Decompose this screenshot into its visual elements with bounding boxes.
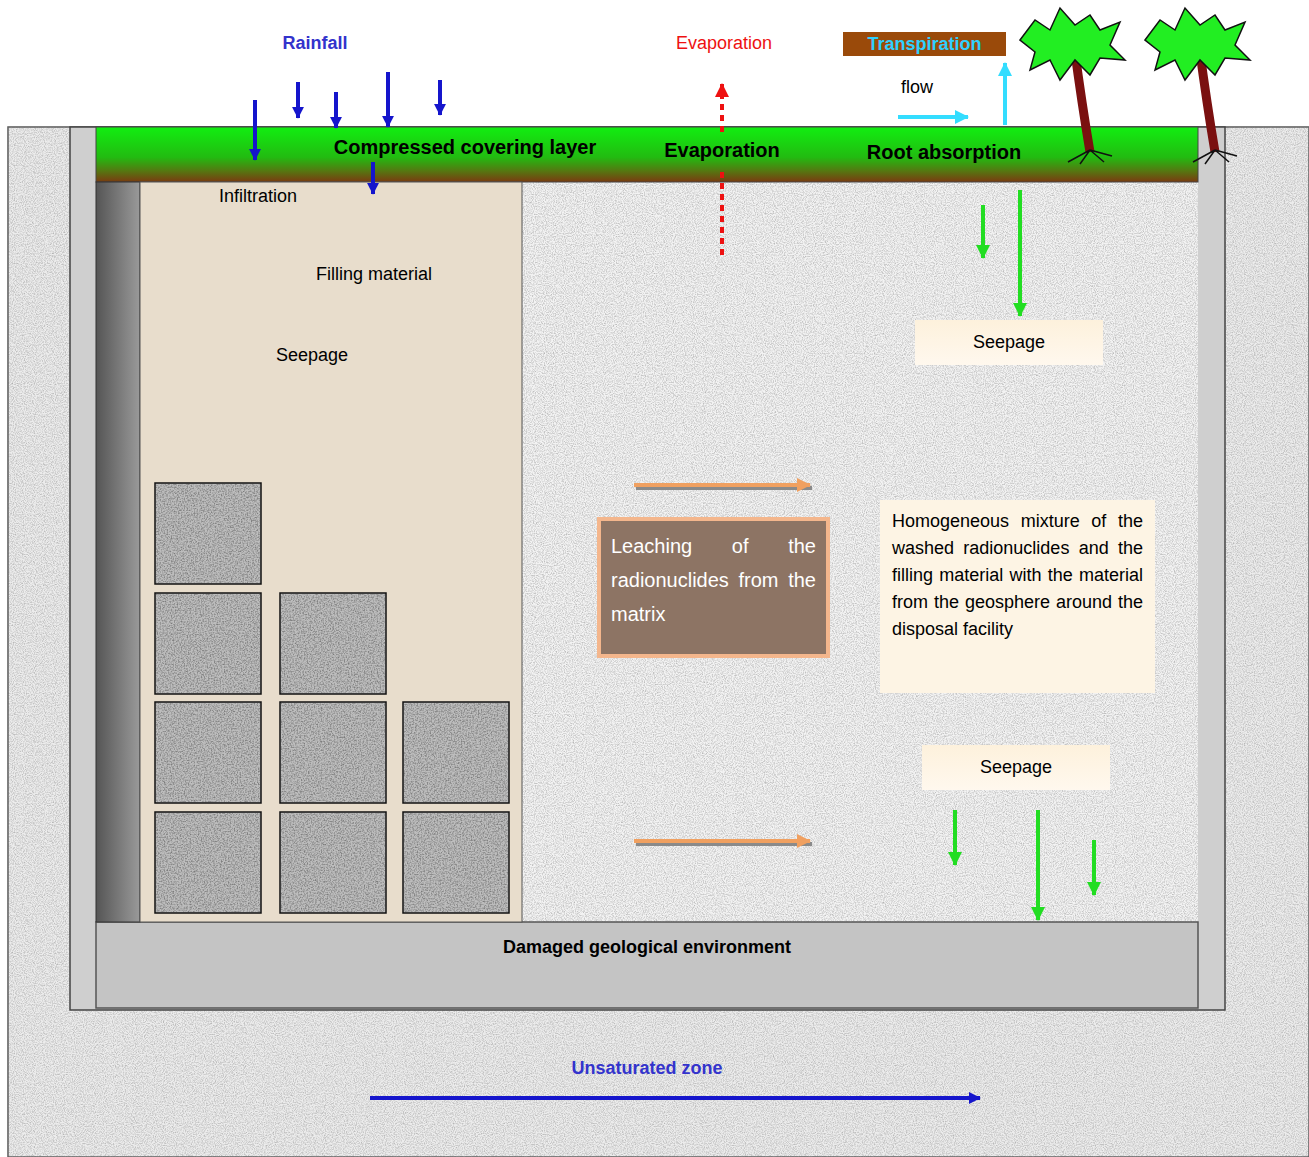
seepage-arrow — [1036, 810, 1040, 920]
seepage-arrow — [981, 205, 985, 258]
concrete-wall — [96, 182, 140, 922]
plant — [1020, 8, 1125, 164]
package-texture — [281, 703, 385, 802]
filling-region — [140, 182, 522, 922]
seepage-box: Seepage — [915, 320, 1103, 365]
waste-package — [155, 812, 261, 913]
waste-package — [155, 702, 261, 803]
infiltration-arrow — [371, 162, 375, 194]
package-texture — [281, 594, 385, 693]
zone-label: Unsaturated zone — [571, 1058, 722, 1079]
waste-package-textures — [156, 484, 508, 912]
box-text: Homogeneous mixture of the washed radion… — [892, 508, 1143, 643]
box-text: Transpiration — [867, 34, 981, 55]
region-text: Root absorption — [867, 141, 1021, 164]
rain-arrow — [386, 72, 390, 127]
plant — [1145, 8, 1250, 164]
waste-package — [155, 483, 261, 584]
waste-package — [403, 702, 509, 803]
ground — [8, 127, 1309, 1157]
box-text: Leaching of the radionuclides from the m… — [611, 529, 816, 631]
package-texture — [404, 813, 508, 912]
waste-package — [280, 702, 386, 803]
region-text: Evaporation — [664, 139, 780, 162]
waste-packages — [155, 483, 509, 913]
flow-label: flow — [901, 77, 933, 98]
seepage-arrow — [953, 810, 957, 865]
filling-material-region: InfiltrationFilling materialSeepage — [140, 182, 522, 922]
seepage-arrow — [1092, 840, 1096, 895]
leaching-arrow — [634, 483, 810, 487]
evaporation-label: Evaporation — [676, 33, 772, 54]
damaged-layer — [96, 922, 1198, 1008]
plant-leaves — [1145, 8, 1250, 80]
leaching-box: Leaching of the radionuclides from the m… — [597, 517, 830, 658]
covering-layer-band: Compressed covering layer Evaporation Root… — [96, 127, 1198, 182]
seepage-arrow — [1018, 190, 1022, 316]
seepage-box: Seepage — [922, 745, 1110, 790]
damaged-geology-band: Damaged geological environment — [96, 922, 1198, 1008]
region-text: Infiltration — [219, 186, 297, 207]
region-text: Seepage — [276, 345, 348, 366]
waste-package — [280, 812, 386, 913]
rain-arrow — [438, 80, 442, 115]
pit-wall — [70, 127, 1225, 1010]
rain-arrow — [253, 100, 257, 160]
package-texture — [156, 703, 260, 802]
geosphere-mixture — [96, 182, 1198, 922]
region-text: Damaged geological environment — [503, 937, 791, 958]
plant-leaves — [1020, 8, 1125, 80]
box-text: Seepage — [980, 757, 1052, 778]
evaporation-arrow — [720, 84, 724, 132]
waste-package — [403, 812, 509, 913]
package-texture — [156, 484, 260, 583]
mixture-box: Homogeneous mixture of the washed radion… — [880, 500, 1155, 693]
rain-arrow — [334, 92, 338, 128]
evaporation-line — [720, 170, 724, 255]
covering-layer — [96, 127, 1198, 182]
box-text: Seepage — [973, 332, 1045, 353]
package-texture — [156, 594, 260, 693]
transpiration-arrow — [1003, 63, 1007, 125]
geosphere-texture — [96, 182, 1198, 922]
package-texture — [156, 813, 260, 912]
region-text: Compressed covering layer — [334, 136, 596, 159]
rain-arrow — [296, 82, 300, 118]
transpiration-box: Transpiration — [843, 32, 1006, 56]
groundwater-arrow — [370, 1096, 980, 1100]
plant-roots — [1193, 150, 1237, 164]
flow-arrow — [898, 115, 968, 119]
package-texture — [404, 703, 508, 802]
package-texture — [281, 813, 385, 912]
rainfall-label: Rainfall — [282, 33, 347, 54]
rain-arrows — [255, 72, 440, 194]
region-text: Filling material — [316, 264, 432, 285]
leaching-arrow — [634, 839, 810, 843]
plant-roots — [1068, 150, 1112, 164]
waste-package — [155, 593, 261, 694]
ground-texture — [8, 127, 1309, 1157]
waste-package — [280, 593, 386, 694]
